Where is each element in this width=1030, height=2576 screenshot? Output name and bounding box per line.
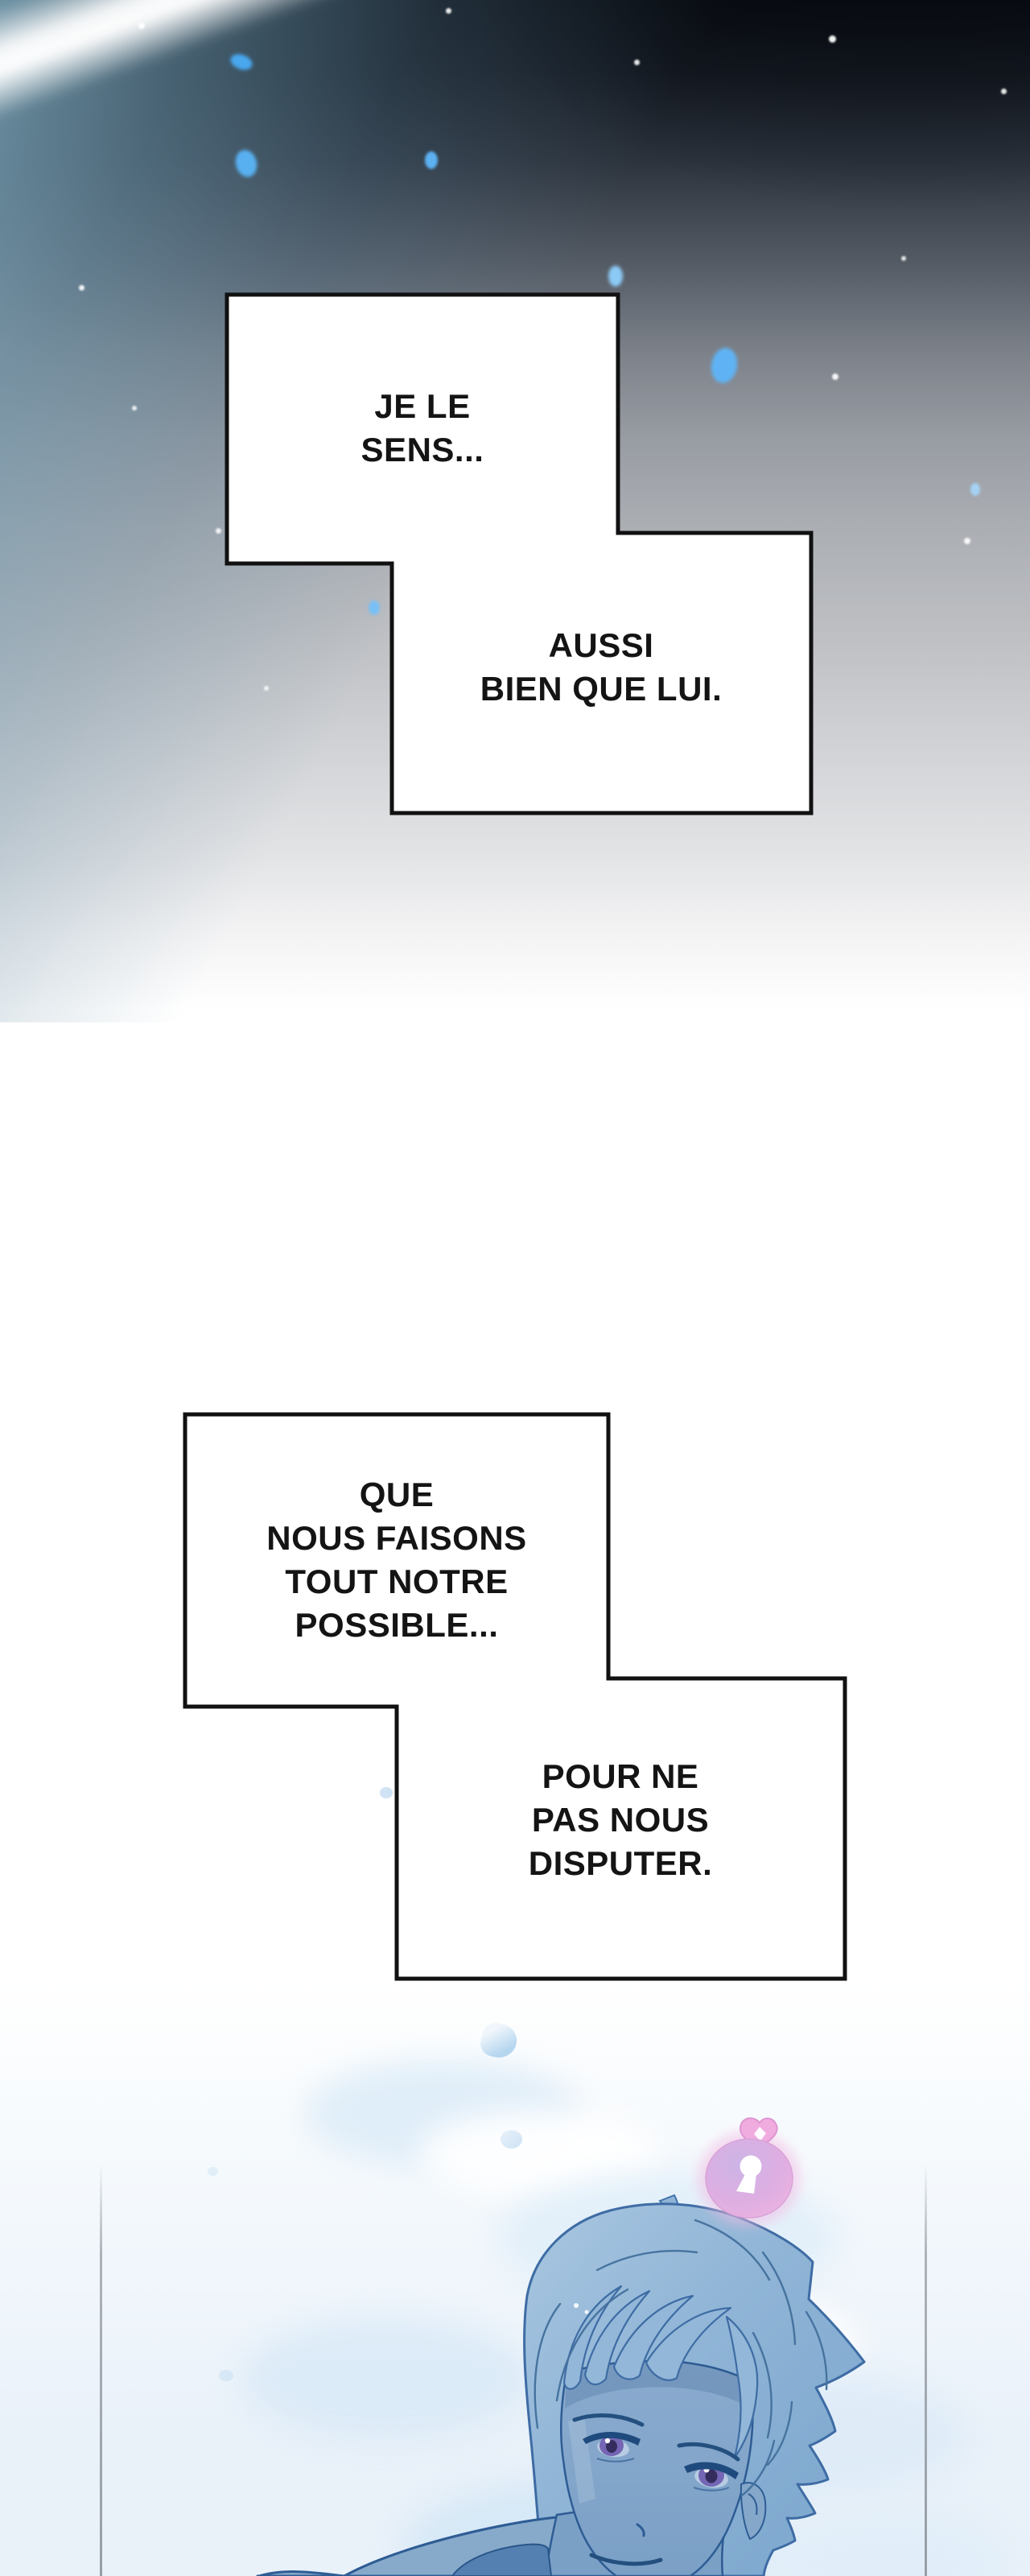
left-eye-highlight	[604, 2438, 611, 2444]
lower-lid-left	[596, 2458, 635, 2462]
hair-sparkle-icon	[584, 2310, 589, 2314]
dust-particle-icon	[446, 8, 451, 14]
dust-particle-icon	[832, 374, 838, 380]
snow-particle-icon	[608, 266, 623, 287]
lower-lid-right	[693, 2487, 730, 2491]
lock-icon	[698, 2117, 801, 2226]
eyelash-left	[583, 2432, 641, 2446]
speech-bubble-1: JE LE SENS...	[360, 387, 484, 469]
speech-panel-3-4	[183, 1412, 847, 1981]
hair-strand-lines	[534, 2219, 828, 2497]
dust-particle-icon	[634, 60, 640, 65]
petal-icon	[208, 2167, 218, 2176]
panel-border-left	[100, 2164, 102, 2576]
forehead-shadow	[565, 2362, 751, 2409]
ear	[740, 2482, 767, 2541]
snow-particle-icon	[425, 151, 438, 169]
left-eye-pupil	[606, 2440, 617, 2453]
speech-bubble-3: QUE NOUS FAISONS TOUT NOTRE POSSIBLE...	[266, 1476, 527, 1644]
dust-particle-icon	[1001, 89, 1007, 94]
nose	[636, 2523, 645, 2537]
cloud-shape	[241, 2318, 531, 2439]
eyelash-right	[684, 2462, 739, 2479]
speech-bubble-2: AUSSI BIEN QUE LUI.	[480, 626, 723, 708]
petal-icon	[501, 2130, 522, 2149]
collar-shadow	[451, 2543, 553, 2576]
dust-particle-icon	[264, 686, 269, 691]
dust-particle-icon	[79, 285, 84, 291]
right-eye-pupil	[705, 2469, 718, 2483]
eyebrow-left	[572, 2413, 645, 2427]
keyhole-icon	[740, 2155, 762, 2178]
panel-border-right	[925, 2164, 927, 2576]
hair-sparkle-icon	[574, 2303, 579, 2308]
speech-panel-1-2	[225, 292, 814, 815]
dust-particle-icon	[216, 528, 221, 534]
cheek-light	[568, 2417, 595, 2504]
petal-icon	[380, 1787, 393, 1798]
character-illustration	[256, 2194, 866, 2576]
dust-particle-icon	[132, 406, 137, 411]
dust-particle-icon	[138, 23, 145, 29]
dust-particle-icon	[901, 256, 906, 261]
snow-particle-icon	[369, 601, 380, 615]
hair-fringe	[562, 2285, 759, 2459]
dust-particle-icon	[829, 35, 836, 43]
speech-bubble-4: POUR NE PAS NOUS DISPUTER.	[528, 1757, 713, 1882]
petal-icon	[219, 2370, 233, 2381]
keyhole-stem	[736, 2173, 756, 2194]
ear-inner-line	[748, 2493, 758, 2516]
snow-particle-icon	[970, 483, 980, 496]
mouth	[589, 2553, 663, 2566]
dust-particle-icon	[964, 538, 970, 544]
eyebrow-right	[677, 2442, 740, 2462]
heart-sparkle-icon	[754, 2127, 766, 2141]
